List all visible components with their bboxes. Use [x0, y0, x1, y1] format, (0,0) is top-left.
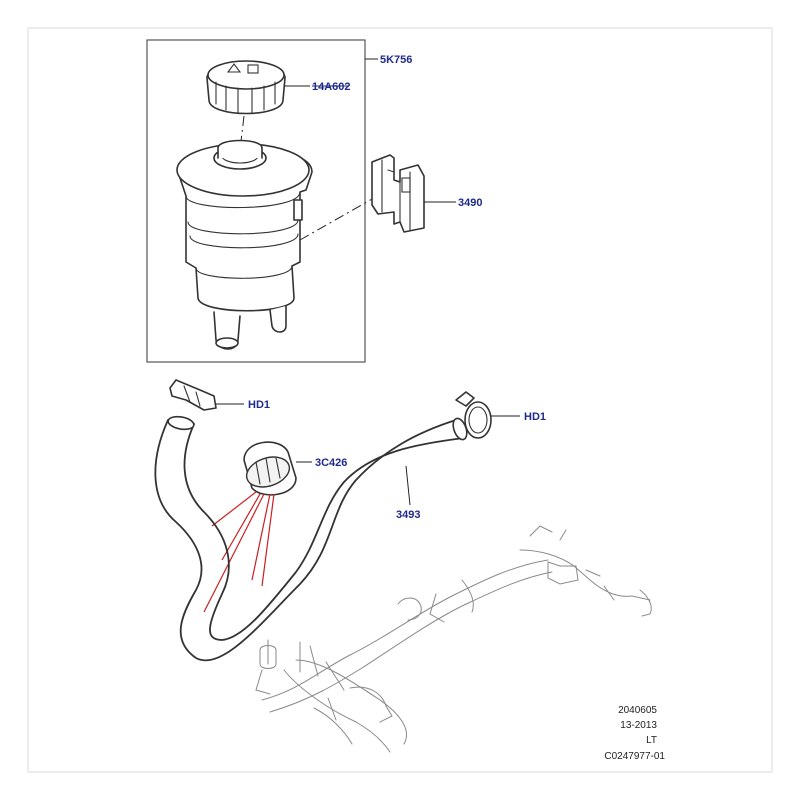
callout-hd1-lower: HD1 — [524, 411, 546, 423]
sleeve-position-indicators — [203, 491, 275, 613]
callout-3490: 3490 — [458, 197, 482, 209]
callout-3c426: 3C426 — [315, 457, 347, 469]
callout-5k756: 5K756 — [380, 54, 412, 66]
callout-hd1-upper: HD1 — [248, 399, 270, 411]
footer-ref-2: 13-2013 — [620, 720, 657, 731]
callout-14a602: 14A602 — [312, 81, 351, 93]
fluid-reservoir — [176, 139, 313, 350]
reservoir-assembly-box — [146, 39, 366, 363]
diagram-frame — [27, 27, 773, 773]
vehicle-context-linework — [255, 525, 652, 753]
callout-3493: 3493 — [396, 509, 420, 521]
power-steering-hose — [154, 415, 468, 662]
hose-clip-upper — [169, 379, 217, 411]
footer-ref-3: LT — [646, 735, 657, 746]
footer-ref-4: C0247977-01 — [604, 751, 665, 762]
hose-sleeve — [243, 441, 297, 496]
mounting-bracket — [371, 154, 425, 233]
footer-ref-1: 2040605 — [618, 705, 657, 716]
hose-clip-lower — [455, 391, 492, 439]
reservoir-cap — [206, 60, 286, 115]
